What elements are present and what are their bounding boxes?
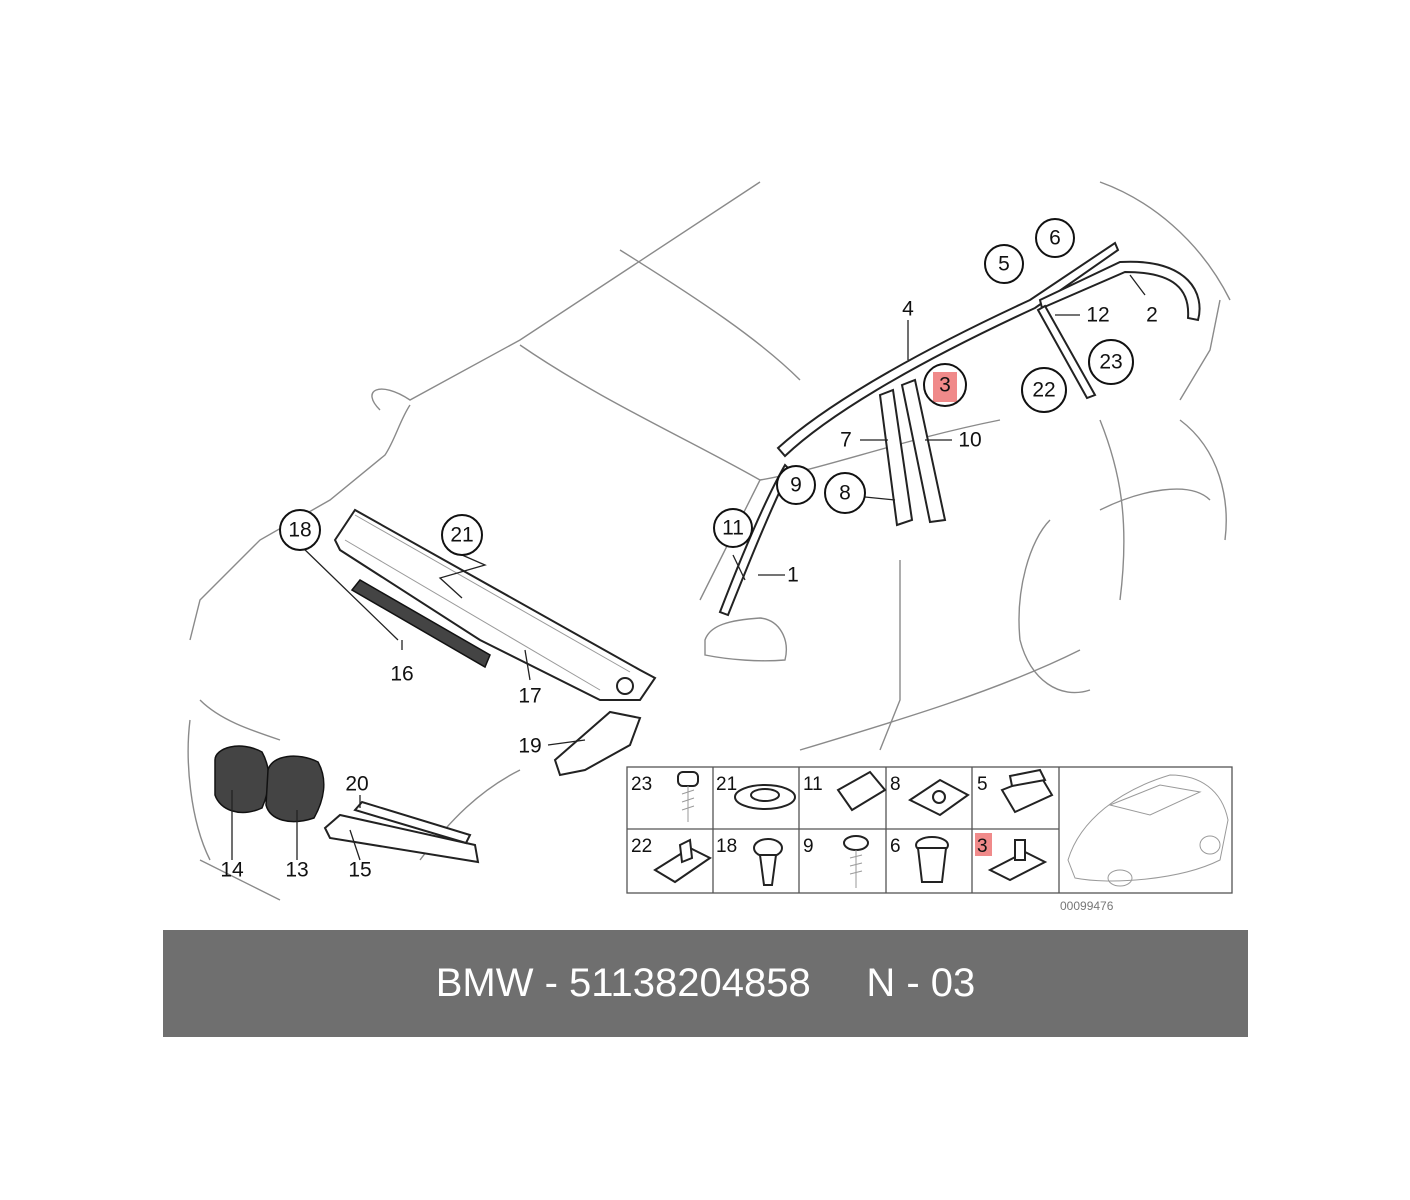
callout-12: 12	[1086, 304, 1109, 327]
callout-7: 7	[840, 429, 852, 452]
push-clip-18-icon	[753, 838, 783, 886]
callout-21: 21	[441, 514, 483, 556]
table-cell-8: 8	[890, 774, 901, 795]
callout-17: 17	[518, 685, 541, 708]
svg-text:21: 21	[450, 524, 473, 547]
svg-text:22: 22	[1032, 379, 1055, 402]
callout-22: 22	[1021, 367, 1067, 413]
car-body-outline	[187, 181, 1231, 901]
kidney-grilles	[214, 745, 325, 823]
callout-8: 8	[824, 472, 866, 514]
callout-6: 6	[1035, 218, 1075, 258]
svg-text:9: 9	[790, 474, 802, 497]
callout-13: 13	[285, 859, 308, 882]
clip-8-icon	[908, 778, 970, 817]
table-cell-23: 23	[631, 774, 652, 795]
leader-lines	[231, 274, 1146, 861]
table-cell-5: 5	[977, 774, 988, 795]
callout-18: 18	[279, 509, 321, 551]
callout-20: 20	[345, 773, 368, 796]
callout-3: 3	[923, 363, 967, 407]
highlight-part-3	[933, 372, 957, 402]
svg-text:18: 18	[288, 519, 311, 542]
callout-14: 14	[220, 859, 244, 882]
highlight-cell-3	[975, 833, 992, 856]
clip-11-icon	[836, 770, 887, 812]
pillar-trims	[878, 378, 947, 527]
callout-15: 15	[348, 859, 371, 882]
callout-4: 4	[902, 298, 914, 321]
part-number: 51138204858	[569, 961, 811, 1005]
callout-11: 11	[713, 508, 753, 548]
bracket-22-icon	[653, 838, 712, 884]
part-banner	[163, 930, 1248, 1037]
clip-5-icon	[1000, 768, 1054, 814]
brand-separator: -	[533, 961, 570, 1005]
svg-text:8: 8	[839, 482, 851, 505]
callout-5: 5	[984, 244, 1024, 284]
banner-text: BMW - 51138204858 N - 03	[163, 930, 1248, 1037]
air-intake-grille	[350, 579, 491, 669]
bracket-19	[553, 710, 642, 777]
callout-10: 10	[958, 429, 981, 452]
callout-16: 16	[390, 663, 413, 686]
screw-icon	[677, 771, 699, 822]
table-cell-11: 11	[803, 774, 823, 795]
svg-text:6: 6	[1049, 227, 1061, 250]
fastener-table: 23 21 11 8 5 22 18 9 6 3	[626, 766, 1233, 894]
callout-2: 2	[1146, 304, 1158, 327]
screw-9-icon	[843, 835, 869, 888]
svg-text:11: 11	[722, 517, 744, 540]
clip-3-icon	[987, 839, 1048, 882]
vehicle-thumbnail	[1067, 774, 1229, 887]
svg-text:3: 3	[939, 374, 951, 397]
table-cell-6: 6	[890, 836, 901, 857]
callout-19: 19	[518, 735, 541, 758]
position-code: N - 03	[866, 961, 976, 1005]
table-cell-22: 22	[631, 836, 652, 857]
callout-1: 1	[787, 564, 799, 587]
expansion-nut-6-icon	[915, 836, 949, 883]
cowl-panel	[333, 508, 657, 701]
reference-number: 00099476	[1060, 899, 1114, 913]
roof-moulding	[718, 241, 1201, 617]
banner-gap	[811, 961, 867, 1006]
table-cell-18: 18	[716, 836, 737, 857]
table-cell-21: 21	[716, 774, 737, 795]
bumper-strips	[323, 800, 480, 864]
svg-text:23: 23	[1099, 351, 1122, 374]
washer-icon	[734, 784, 796, 810]
brand-label: BMW	[435, 961, 534, 1005]
callout-9: 9	[776, 465, 816, 505]
table-cell-3: 3	[977, 836, 988, 857]
callout-23: 23	[1088, 339, 1134, 385]
table-cell-9: 9	[803, 836, 814, 857]
svg-text:5: 5	[998, 253, 1010, 276]
